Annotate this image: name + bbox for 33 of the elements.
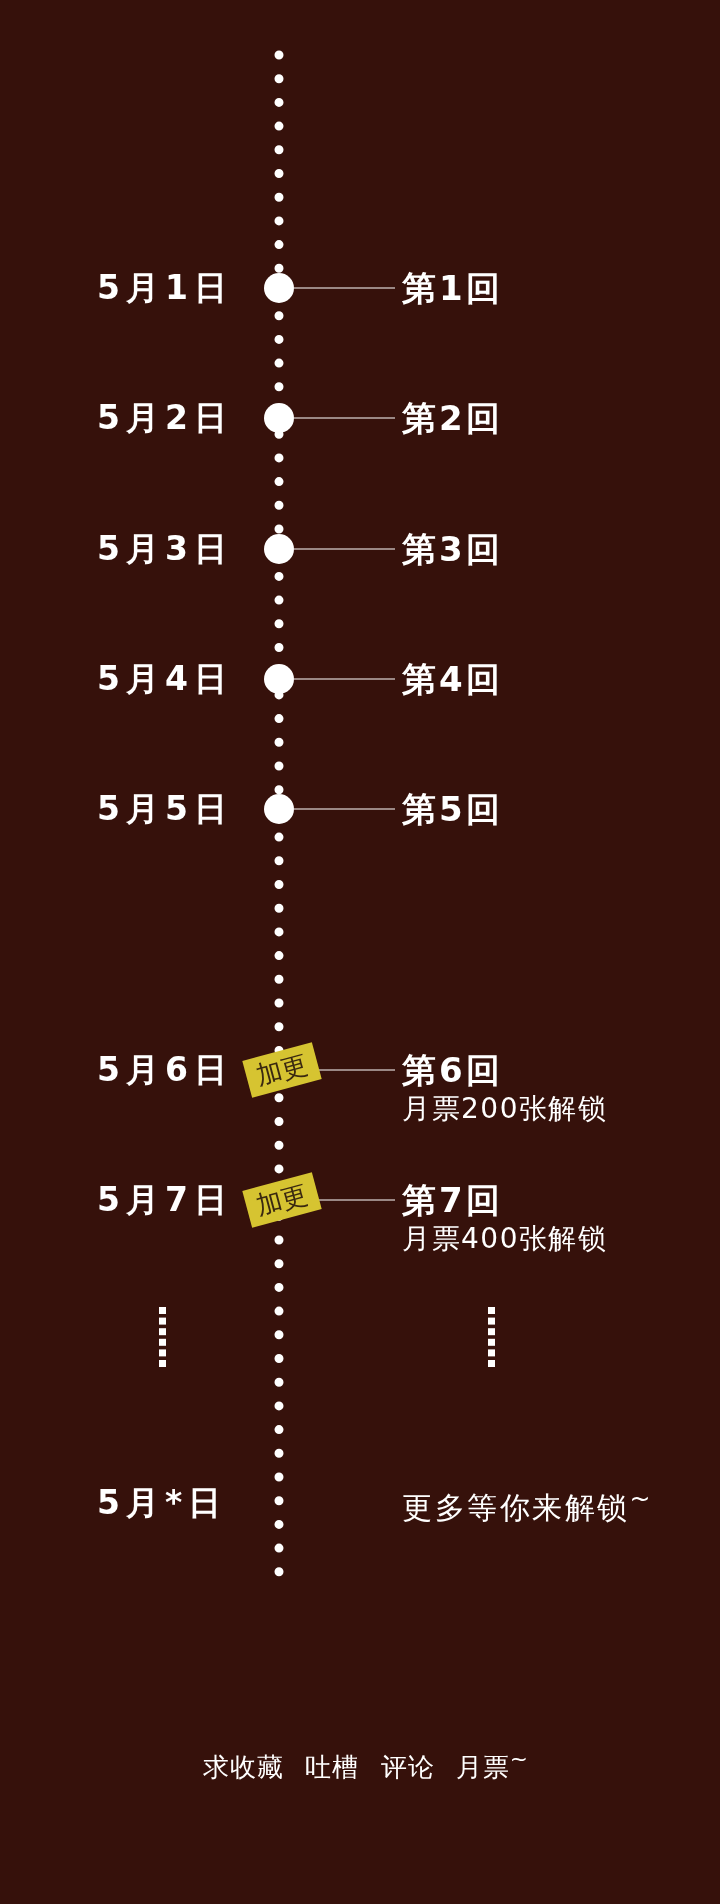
connector-line [317,1069,396,1071]
timeline-dot [264,273,294,303]
date-label: 5月2日 [97,397,233,439]
extra-update-tag: 加更 [242,1042,322,1098]
date-label: 5月7日 [97,1179,233,1221]
episode-title: 第4回 [402,658,503,700]
episode-title: 第7回 [402,1179,504,1221]
date-label: 5月6日 [97,1049,233,1091]
footer-note: 求收藏 吐槽 评论 月票$^{~}$ [203,1745,529,1784]
timeline-dot [264,794,294,824]
date-label: 5月3日 [97,528,233,570]
timeline-dot [264,403,294,433]
episode-title: 第6回 [402,1049,504,1091]
date-label: 5月5日 [97,788,233,830]
more-to-unlock-note: 更多等你来解锁$^{~}$ [402,1483,653,1527]
timeline-dot [264,534,294,564]
date-label: 5月*日 [97,1482,228,1524]
connector-line [293,417,396,419]
episode-title: 第2回 [402,397,503,439]
episode-title: 第5回 [402,788,503,830]
timeline-dot [264,664,294,694]
connector-line [293,548,396,550]
connector-line [293,678,396,680]
connector-line [293,287,396,289]
date-label: 5月4日 [97,658,233,700]
connector-line [317,1199,396,1201]
episode-title: 第3回 [402,528,503,570]
episode-title: 第1回 [402,267,503,309]
date-label: 5月1日 [97,267,233,309]
extra-update-tag: 加更 [242,1172,322,1228]
unlock-condition: 月票200张解锁 [402,1091,608,1127]
connector-line [293,808,396,810]
unlock-condition: 月票400张解锁 [402,1221,608,1257]
